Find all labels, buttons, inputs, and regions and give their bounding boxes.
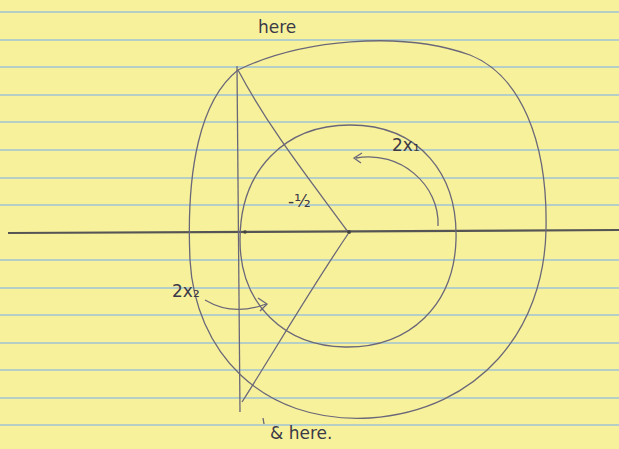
point	[347, 230, 351, 234]
angle-label: 2x₂	[172, 282, 200, 301]
arrowhead-2	[258, 298, 267, 311]
upper-curve	[238, 70, 348, 232]
real-axis	[8, 230, 619, 233]
note-label: & here.	[270, 424, 332, 443]
arc-arrow-2	[205, 300, 266, 310]
outer-circle	[189, 41, 546, 419]
arc-arrow-1	[356, 157, 438, 226]
vertical-line	[237, 66, 240, 412]
note-label: here	[258, 18, 296, 37]
tick-mark	[263, 418, 264, 424]
point-label: -½	[288, 192, 311, 211]
angle-label: 2x₁	[392, 136, 420, 155]
ruled-lines	[0, 12, 619, 425]
point	[243, 230, 247, 234]
inner-circle	[240, 125, 456, 347]
lower-curve	[242, 234, 348, 402]
arrowhead-1	[354, 153, 362, 163]
